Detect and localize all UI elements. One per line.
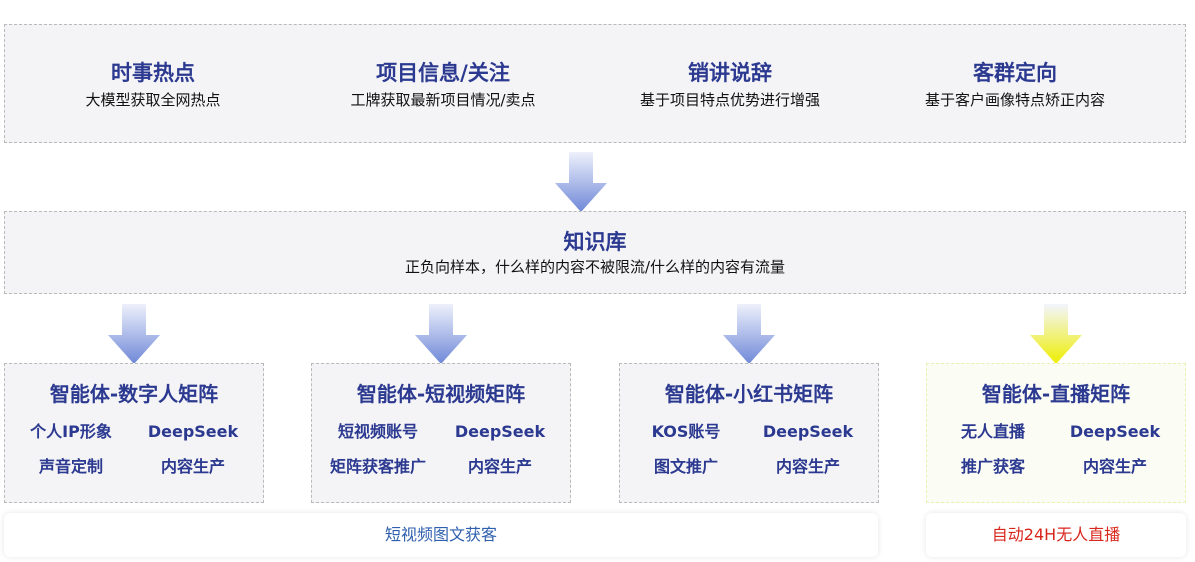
agent-item: 推广获客 [960,457,1025,476]
arrow-down-icon [108,304,160,364]
agent-item: DeepSeek [762,422,854,441]
agent-digital-human: 智能体-数字人矩阵 个人IP形象 DeepSeek 声音定制 内容生产 [4,363,264,503]
agent-item: DeepSeek [147,422,239,441]
agent-item: 短视频账号 [337,422,418,441]
topic-hot-news: 时事热点 大模型获取全网热点 [5,59,301,111]
agent-item: 内容生产 [467,457,532,476]
agent-live-stream: 智能体-直播矩阵 无人直播 DeepSeek 推广获客 内容生产 [926,363,1186,503]
topic-title: 时事热点 [111,61,195,85]
agent-title: 智能体-小红书矩阵 [664,382,834,406]
arrow-down-icon [555,152,607,212]
topic-sales-pitch: 销讲说辞 基于项目特点优势进行增强 [582,59,878,111]
topic-title: 客群定向 [973,61,1057,85]
agent-item: DeepSeek [454,422,546,441]
topic-title: 销讲说辞 [688,61,772,85]
knowledge-title: 知识库 [563,230,627,254]
topic-audience-targeting: 客群定向 基于客户画像特点矫正内容 [867,59,1163,111]
sources-panel: 时事热点 大模型获取全网热点 项目信息/关注 工牌获取最新项目情况/卖点 销讲说… [4,24,1186,143]
agent-item: KOS账号 [651,422,721,441]
topic-title: 项目信息/关注 [376,61,510,85]
agent-item: 内容生产 [160,457,225,476]
agent-item: 内容生产 [775,457,840,476]
agent-short-video: 智能体-短视频矩阵 短视频账号 DeepSeek 矩阵获客推广 内容生产 [311,363,571,503]
agent-title: 智能体-短视频矩阵 [356,382,526,406]
agent-title: 智能体-直播矩阵 [981,382,1131,406]
topic-desc: 工牌获取最新项目情况/卖点 [350,91,536,109]
agent-xiaohongshu: 智能体-小红书矩阵 KOS账号 DeepSeek 图文推广 内容生产 [619,363,879,503]
agent-item: 无人直播 [960,422,1025,441]
knowledge-desc: 正负向样本，什么样的内容不被限流/什么样的内容有流量 [404,258,786,276]
arrow-down-icon [415,304,467,364]
footer-live-stream-label: 自动24H无人直播 [926,513,1186,557]
agent-item: 声音定制 [38,457,103,476]
footer-short-video-label: 短视频图文获客 [4,513,878,557]
agent-item: DeepSeek [1069,422,1161,441]
topic-desc: 基于客户画像特点矫正内容 [924,91,1105,109]
agent-item: 内容生产 [1082,457,1147,476]
agent-item: 矩阵获客推广 [329,457,426,476]
agent-item: 个人IP形象 [30,422,112,441]
topic-project-info: 项目信息/关注 工牌获取最新项目情况/卖点 [295,59,591,111]
topic-desc: 大模型获取全网热点 [85,91,221,109]
arrow-down-yellow-icon [1030,304,1082,364]
knowledge-base-panel: 知识库 正负向样本，什么样的内容不被限流/什么样的内容有流量 [4,211,1186,294]
agent-title: 智能体-数字人矩阵 [49,382,219,406]
arrow-down-icon [723,304,775,364]
topic-desc: 基于项目特点优势进行增强 [639,91,820,109]
agent-item: 图文推广 [653,457,718,476]
